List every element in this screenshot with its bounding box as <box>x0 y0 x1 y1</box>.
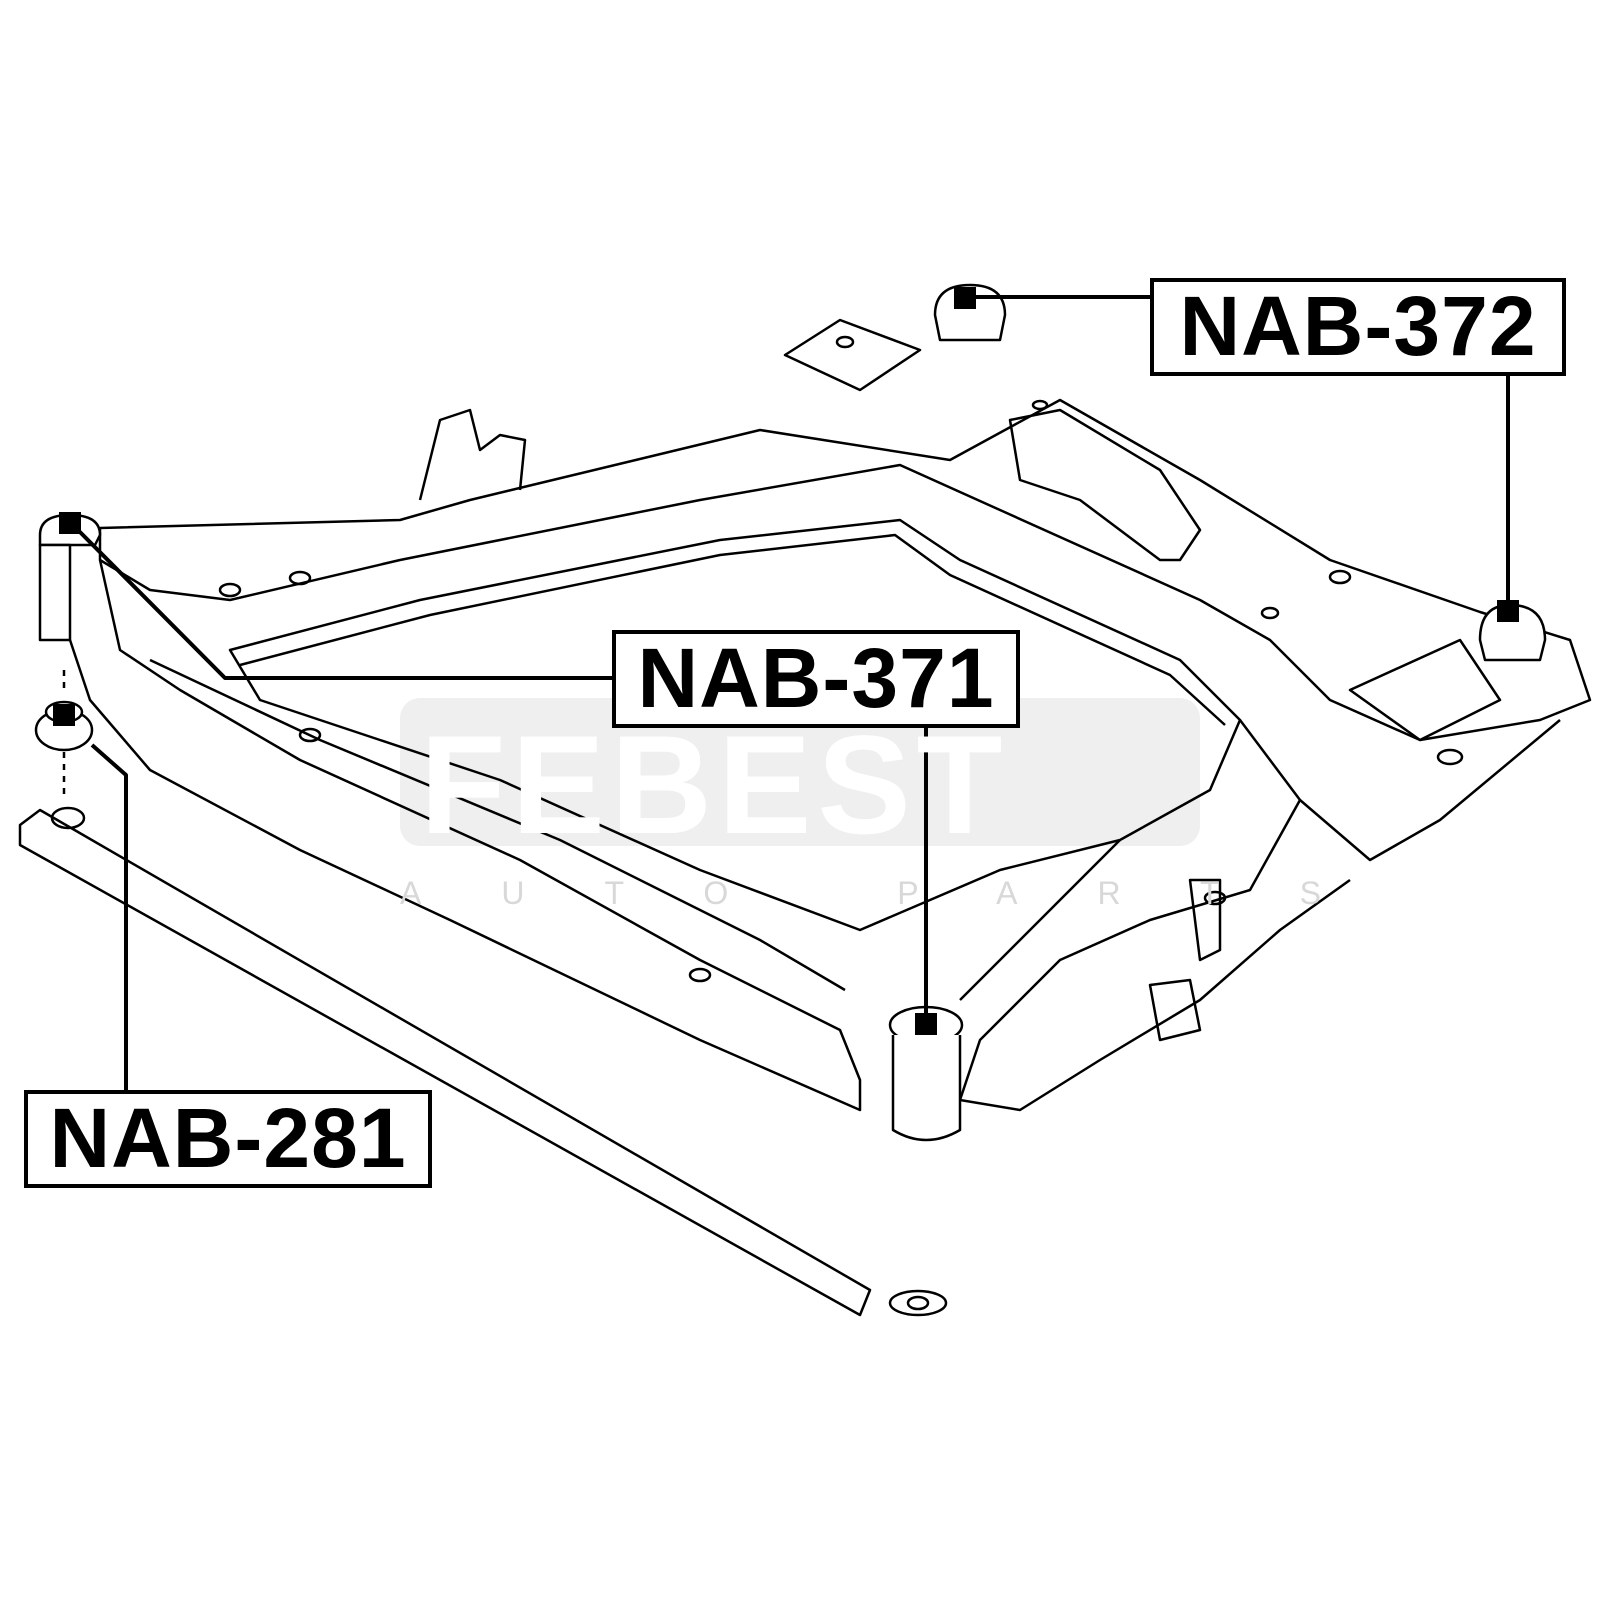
callout-nab-371: NAB-371 <box>612 630 1020 728</box>
watermark-brand: FEBEST <box>420 706 1009 863</box>
callout-markers <box>53 287 1519 1035</box>
leader-lines <box>68 295 1510 1090</box>
rear-crossmember <box>98 398 1592 742</box>
left-side-member <box>68 559 862 1112</box>
mount-holes <box>218 335 1464 983</box>
bushing-nab-281 <box>34 670 94 800</box>
callout-nab-281: NAB-281 <box>24 1090 432 1188</box>
bushing-nab-371-front <box>888 1005 964 1142</box>
stabilizer-bar <box>18 808 872 1317</box>
inner-opening <box>228 518 1242 932</box>
callout-nab-372: NAB-372 <box>1150 278 1566 376</box>
watermark-tagline: AUTO PARTS <box>400 875 1401 911</box>
right-side-member <box>958 719 1561 1112</box>
